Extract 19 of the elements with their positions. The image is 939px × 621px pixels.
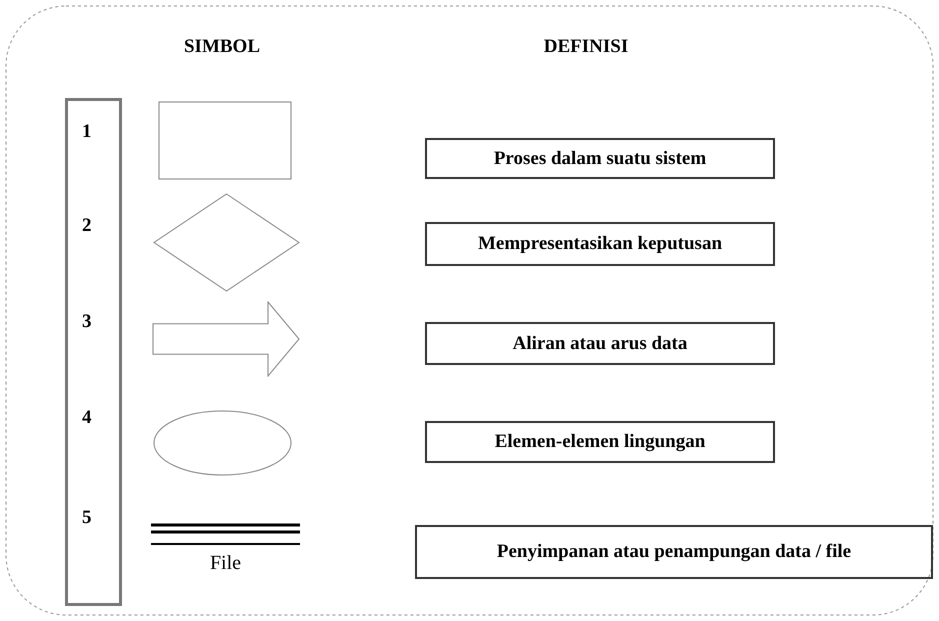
definition-box: Proses dalam suatu sistem — [425, 138, 775, 179]
ellipse-symbol — [153, 410, 292, 476]
definition-box: Mempresentasikan keputusan — [425, 222, 775, 266]
double-line-symbol — [151, 522, 300, 548]
column-header: SIMBOL — [182, 36, 262, 58]
definition-box: Aliran atau arus data — [425, 322, 775, 365]
decision-diamond — [153, 193, 300, 292]
number-column-bar — [65, 98, 122, 606]
row-number: 3 — [82, 311, 92, 333]
definition-box: Elemen-elemen lingungan — [425, 421, 775, 463]
row-number: 2 — [82, 215, 92, 237]
row-number: 1 — [82, 121, 92, 143]
block-arrow-symbol — [151, 301, 300, 377]
column-header: DEFINISI — [542, 36, 630, 58]
row-number: 5 — [82, 507, 92, 529]
row-number: 4 — [82, 407, 92, 429]
rectangle-symbol — [158, 101, 292, 180]
definition-box: Penyimpanan atau penampungan data / file — [415, 525, 933, 579]
symbol-caption: File — [208, 552, 242, 575]
